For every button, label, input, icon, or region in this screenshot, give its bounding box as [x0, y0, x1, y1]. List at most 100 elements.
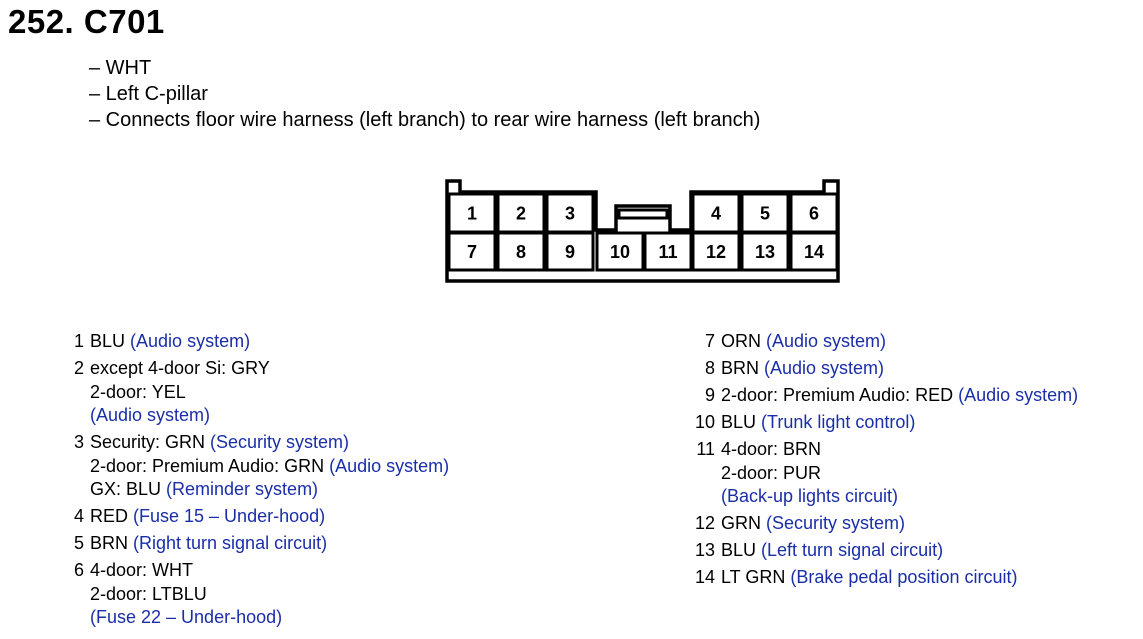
- wire-color: 2-door: LTBLU: [90, 583, 207, 604]
- circuit-system-label: (Trunk light control): [761, 412, 916, 432]
- pin-line: (Audio system): [90, 404, 270, 428]
- circuit-system-label: (Audio system): [130, 331, 251, 351]
- description-location: – Left C-pillar: [89, 83, 208, 105]
- circuit-system-label: (Audio system): [90, 405, 211, 425]
- pin-entry-10: 10 BLU (Trunk light control): [687, 411, 1078, 435]
- pin-line: 2-door: Premium Audio: GRN (Audio system…: [90, 455, 449, 479]
- pin-entry-4: 4 RED (Fuse 15 – Under-hood): [60, 505, 449, 529]
- connector-pin-label: 1: [467, 204, 477, 224]
- pin-number: 4: [73, 506, 84, 526]
- pin-entry-9: 9 2-door: Premium Audio: RED (Audio syste…: [687, 384, 1078, 408]
- circuit-system-label: (Fuse 22 – Under-hood): [90, 607, 283, 627]
- circuit-system-label: (Fuse 15 – Under-hood): [133, 506, 326, 526]
- pin-line: 2-door: YEL: [90, 381, 270, 405]
- pin-line: BRN (Right turn signal circuit): [90, 532, 327, 556]
- connector-pin-label: 5: [760, 204, 770, 224]
- circuit-system-label: (Reminder system): [166, 479, 319, 499]
- pin-line: GX: BLU (Reminder system): [90, 478, 449, 502]
- circuit-system-label: (Audio system): [958, 385, 1079, 405]
- connector-pin-label: 9: [565, 242, 575, 262]
- connector-pin-label: 14: [804, 242, 824, 262]
- connector-cavity-10: [595, 231, 645, 272]
- wire-color: Security: GRN: [90, 432, 211, 452]
- pin-line: BLU (Trunk light control): [721, 411, 915, 435]
- pin-number: 14: [694, 567, 715, 587]
- wire-color: GRN: [721, 513, 766, 533]
- pin-number: 7: [704, 331, 715, 351]
- pin-line: 4-door: BRN: [721, 438, 898, 462]
- pin-entry-5: 5 BRN (Right turn signal circuit): [60, 532, 449, 556]
- pin-line: (Back-up lights circuit): [721, 485, 898, 509]
- pin-number: 3: [73, 432, 84, 452]
- pin-number: 1: [73, 331, 84, 351]
- description-color: – WHT: [89, 57, 152, 79]
- pin-line: 2-door: Premium Audio: RED (Audio system…: [721, 384, 1078, 408]
- pin-number: 11: [696, 439, 715, 459]
- circuit-system-label: (Left turn signal circuit): [761, 540, 944, 560]
- pin-line: 2-door: PUR: [721, 462, 898, 486]
- pin-entry-6: 6 4-door: WHT 2-door: LTBLU (Fuse 22 – Unde…: [60, 559, 449, 630]
- circuit-system-label: (Security system): [766, 513, 906, 533]
- pin-line: 2-door: LTBLU: [90, 583, 282, 607]
- wire-color: 2-door: PUR: [721, 462, 822, 483]
- pin-number: 9: [704, 385, 715, 405]
- pin-line: RED (Fuse 15 – Under-hood): [90, 505, 325, 529]
- pin-number: 8: [704, 358, 715, 378]
- connector-cavity-7: [447, 231, 497, 272]
- connector-pin-label: 7: [467, 242, 477, 262]
- pin-number: 6: [73, 560, 84, 580]
- wire-color: 2-door: Premium Audio: GRN: [90, 455, 330, 476]
- circuit-system-label: (Brake pedal position circuit): [790, 567, 1018, 587]
- pin-line: BLU (Left turn signal circuit): [721, 539, 943, 563]
- pin-number: 5: [73, 533, 84, 553]
- pin-line: (Fuse 22 – Under-hood): [90, 606, 282, 630]
- connector-pin-label: 2: [516, 204, 526, 224]
- wire-color: 2-door: YEL: [90, 381, 186, 402]
- pin-line: Security: GRN (Security system): [90, 431, 449, 455]
- pin-entry-14: 14 LT GRN (Brake pedal position circuit): [687, 566, 1078, 590]
- connector-pin-label: 6: [809, 204, 819, 224]
- pin-entry-7: 7 ORN (Audio system): [687, 330, 1078, 354]
- circuit-system-label: (Audio system): [329, 455, 450, 476]
- wire-color: 4-door: BRN: [721, 439, 822, 459]
- pin-entry-1: 1 BLU (Audio system): [60, 330, 449, 354]
- pin-line: ORN (Audio system): [721, 330, 886, 354]
- connector-pin-label: 10: [610, 242, 630, 262]
- pin-line: GRN (Security system): [721, 512, 905, 536]
- connector-pin-label: 12: [706, 242, 726, 262]
- pin-line: except 4-door Si: GRY: [90, 357, 270, 381]
- connector-pin-label: 8: [516, 242, 526, 262]
- connector-pin-label: 4: [711, 204, 721, 224]
- wire-color: GX: BLU: [90, 479, 167, 499]
- connector-pin-label: 13: [755, 242, 775, 262]
- pin-number: 10: [694, 412, 715, 432]
- pin-line: 4-door: WHT: [90, 559, 282, 583]
- pin-line: BRN (Audio system): [721, 357, 884, 381]
- wire-color: BRN: [90, 533, 134, 553]
- circuit-system-label: (Audio system): [764, 358, 885, 378]
- wire-color: BLU: [721, 540, 762, 560]
- wire-color: LT GRN: [721, 567, 791, 587]
- circuit-system-label: (Back-up lights circuit): [721, 486, 899, 506]
- connector-pin-label: 3: [565, 204, 575, 224]
- wire-color: BLU: [90, 331, 131, 351]
- pin-line: BLU (Audio system): [90, 330, 250, 354]
- page-title: 252. C701: [8, 3, 165, 40]
- wire-color: RED: [90, 506, 134, 526]
- wire-color: 4-door: WHT: [90, 560, 194, 580]
- connector-pin-label: 11: [658, 242, 677, 262]
- connector-cavity-9: [545, 231, 595, 272]
- circuit-system-label: (Security system): [210, 432, 350, 452]
- connector-cavity-8: [496, 231, 546, 272]
- connector-description: – WHT – Left C-pillar – Connects floor w…: [89, 55, 760, 133]
- pin-number: 12: [694, 513, 715, 533]
- wire-color: BLU: [721, 412, 762, 432]
- wire-color: ORN: [721, 331, 766, 351]
- pin-entry-12: 12 GRN (Security system): [687, 512, 1078, 536]
- connector-cavity-14: [789, 231, 839, 272]
